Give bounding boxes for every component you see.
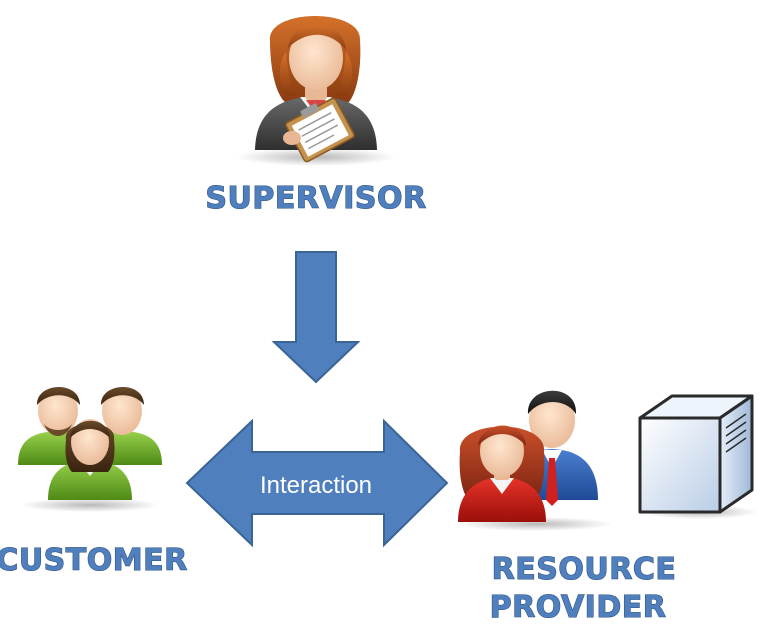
- resource-provider-people-icon: [457, 390, 613, 531]
- resource-provider-label-line2: PROVIDER: [490, 590, 667, 625]
- interaction-label: Interaction: [260, 472, 372, 499]
- customer-label: CUSTOMER: [0, 543, 188, 578]
- supervisor-avatar-icon: [236, 16, 396, 166]
- server-icon: [638, 394, 758, 519]
- supervisor-label: SUPERVISOR: [205, 181, 426, 216]
- interaction-double-arrow: [185, 418, 449, 548]
- customer-group-icon: [18, 386, 162, 512]
- resource-provider-label-line1: RESOURCE: [492, 552, 677, 587]
- down-arrow: [271, 251, 361, 384]
